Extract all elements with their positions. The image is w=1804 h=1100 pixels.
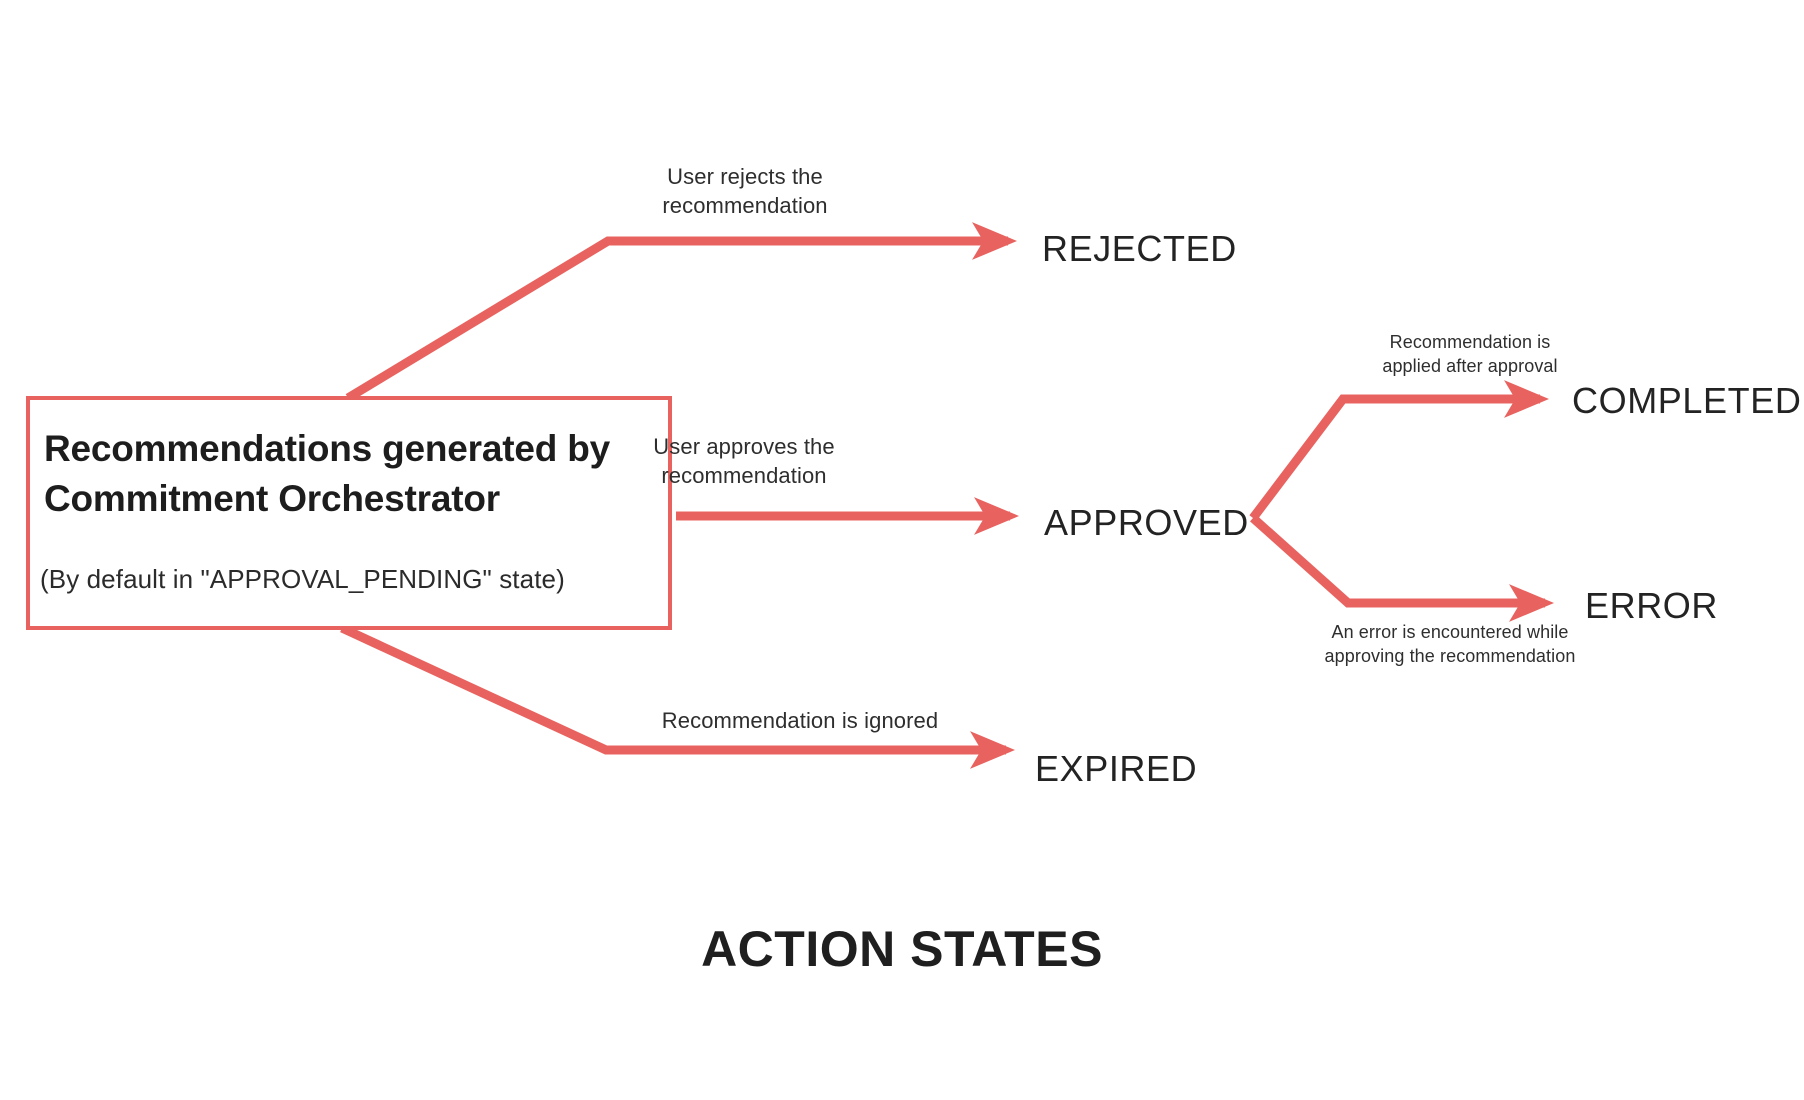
state-node-expired: EXPIRED <box>1035 748 1198 789</box>
source-node-subtitle: (By default in "APPROVAL_PENDING" state) <box>40 564 565 594</box>
state-node-completed: COMPLETED <box>1572 380 1802 421</box>
edge-label-to-rejected: User rejects the recommendation <box>662 164 828 219</box>
edge-label-to-approved: User approves the recommendation <box>653 434 835 489</box>
state-node-rejected: REJECTED <box>1042 228 1237 269</box>
edge-label-to-error: An error is encountered while approving … <box>1324 622 1576 667</box>
edge-label-to-expired: Recommendation is ignored <box>661 708 939 733</box>
edge-label-to-completed: Recommendation is applied after approval <box>1382 332 1558 377</box>
arrow-to-error <box>1249 514 1554 622</box>
source-node-title: Recommendations generated by Commitment … <box>44 428 610 520</box>
state-node-approved: APPROVED <box>1044 502 1249 543</box>
state-node-error: ERROR <box>1585 585 1719 626</box>
source-node: Recommendations generated by Commitment … <box>26 396 672 630</box>
arrow-to-rejected <box>345 222 1017 402</box>
arrow-to-completed <box>1249 380 1549 521</box>
diagram-title: ACTION STATES <box>701 921 1103 977</box>
